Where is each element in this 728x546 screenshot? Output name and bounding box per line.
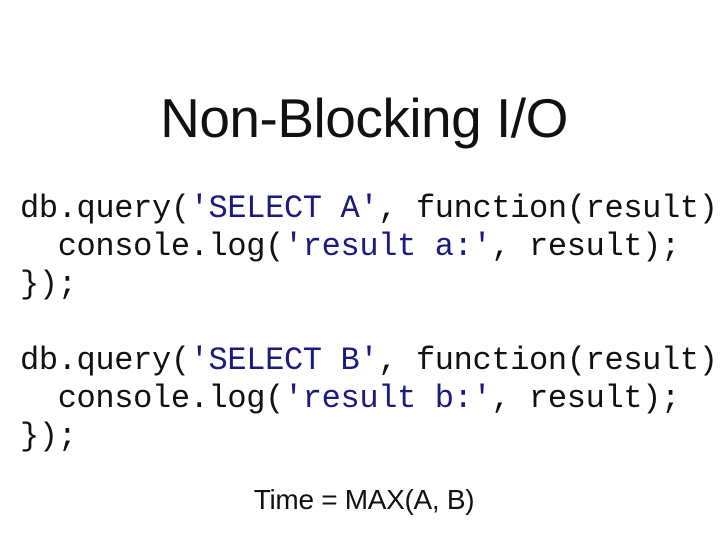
code-token-string: 'result a:' (283, 228, 492, 265)
code-token-plain: }); (20, 418, 77, 455)
code-token-plain: db.query( (20, 342, 190, 379)
page-title: Non-Blocking I/O (160, 86, 568, 149)
code-line (20, 304, 720, 342)
code-line: console.log('result b:', result); (20, 380, 720, 418)
code-token-string: 'SELECT A' (189, 190, 379, 227)
code-token-plain: , result); (491, 380, 680, 417)
slide-footer-caption: Time = MAX(A, B) (253, 484, 475, 515)
code-block: db.query('SELECT A', function(result) { … (20, 190, 720, 456)
code-line: db.query('SELECT A', function(result) { (20, 190, 720, 228)
code-token-string: 'SELECT B' (189, 342, 379, 379)
code-line: }); (20, 418, 720, 456)
code-line: console.log('result a:', result); (20, 228, 720, 266)
code-token-plain: console.log( (20, 228, 285, 265)
code-token-plain: , result); (491, 228, 680, 265)
code-token-plain: , function(result) { (378, 342, 728, 379)
code-token-plain: }); (20, 266, 77, 303)
code-token-string: 'result b:' (283, 380, 492, 417)
code-token-plain: db.query( (20, 190, 190, 227)
code-line: db.query('SELECT B', function(result) { (20, 342, 720, 380)
code-token-plain: console.log( (20, 380, 285, 417)
code-line: }); (20, 266, 720, 304)
code-token-plain: , function(result) { (378, 190, 728, 227)
